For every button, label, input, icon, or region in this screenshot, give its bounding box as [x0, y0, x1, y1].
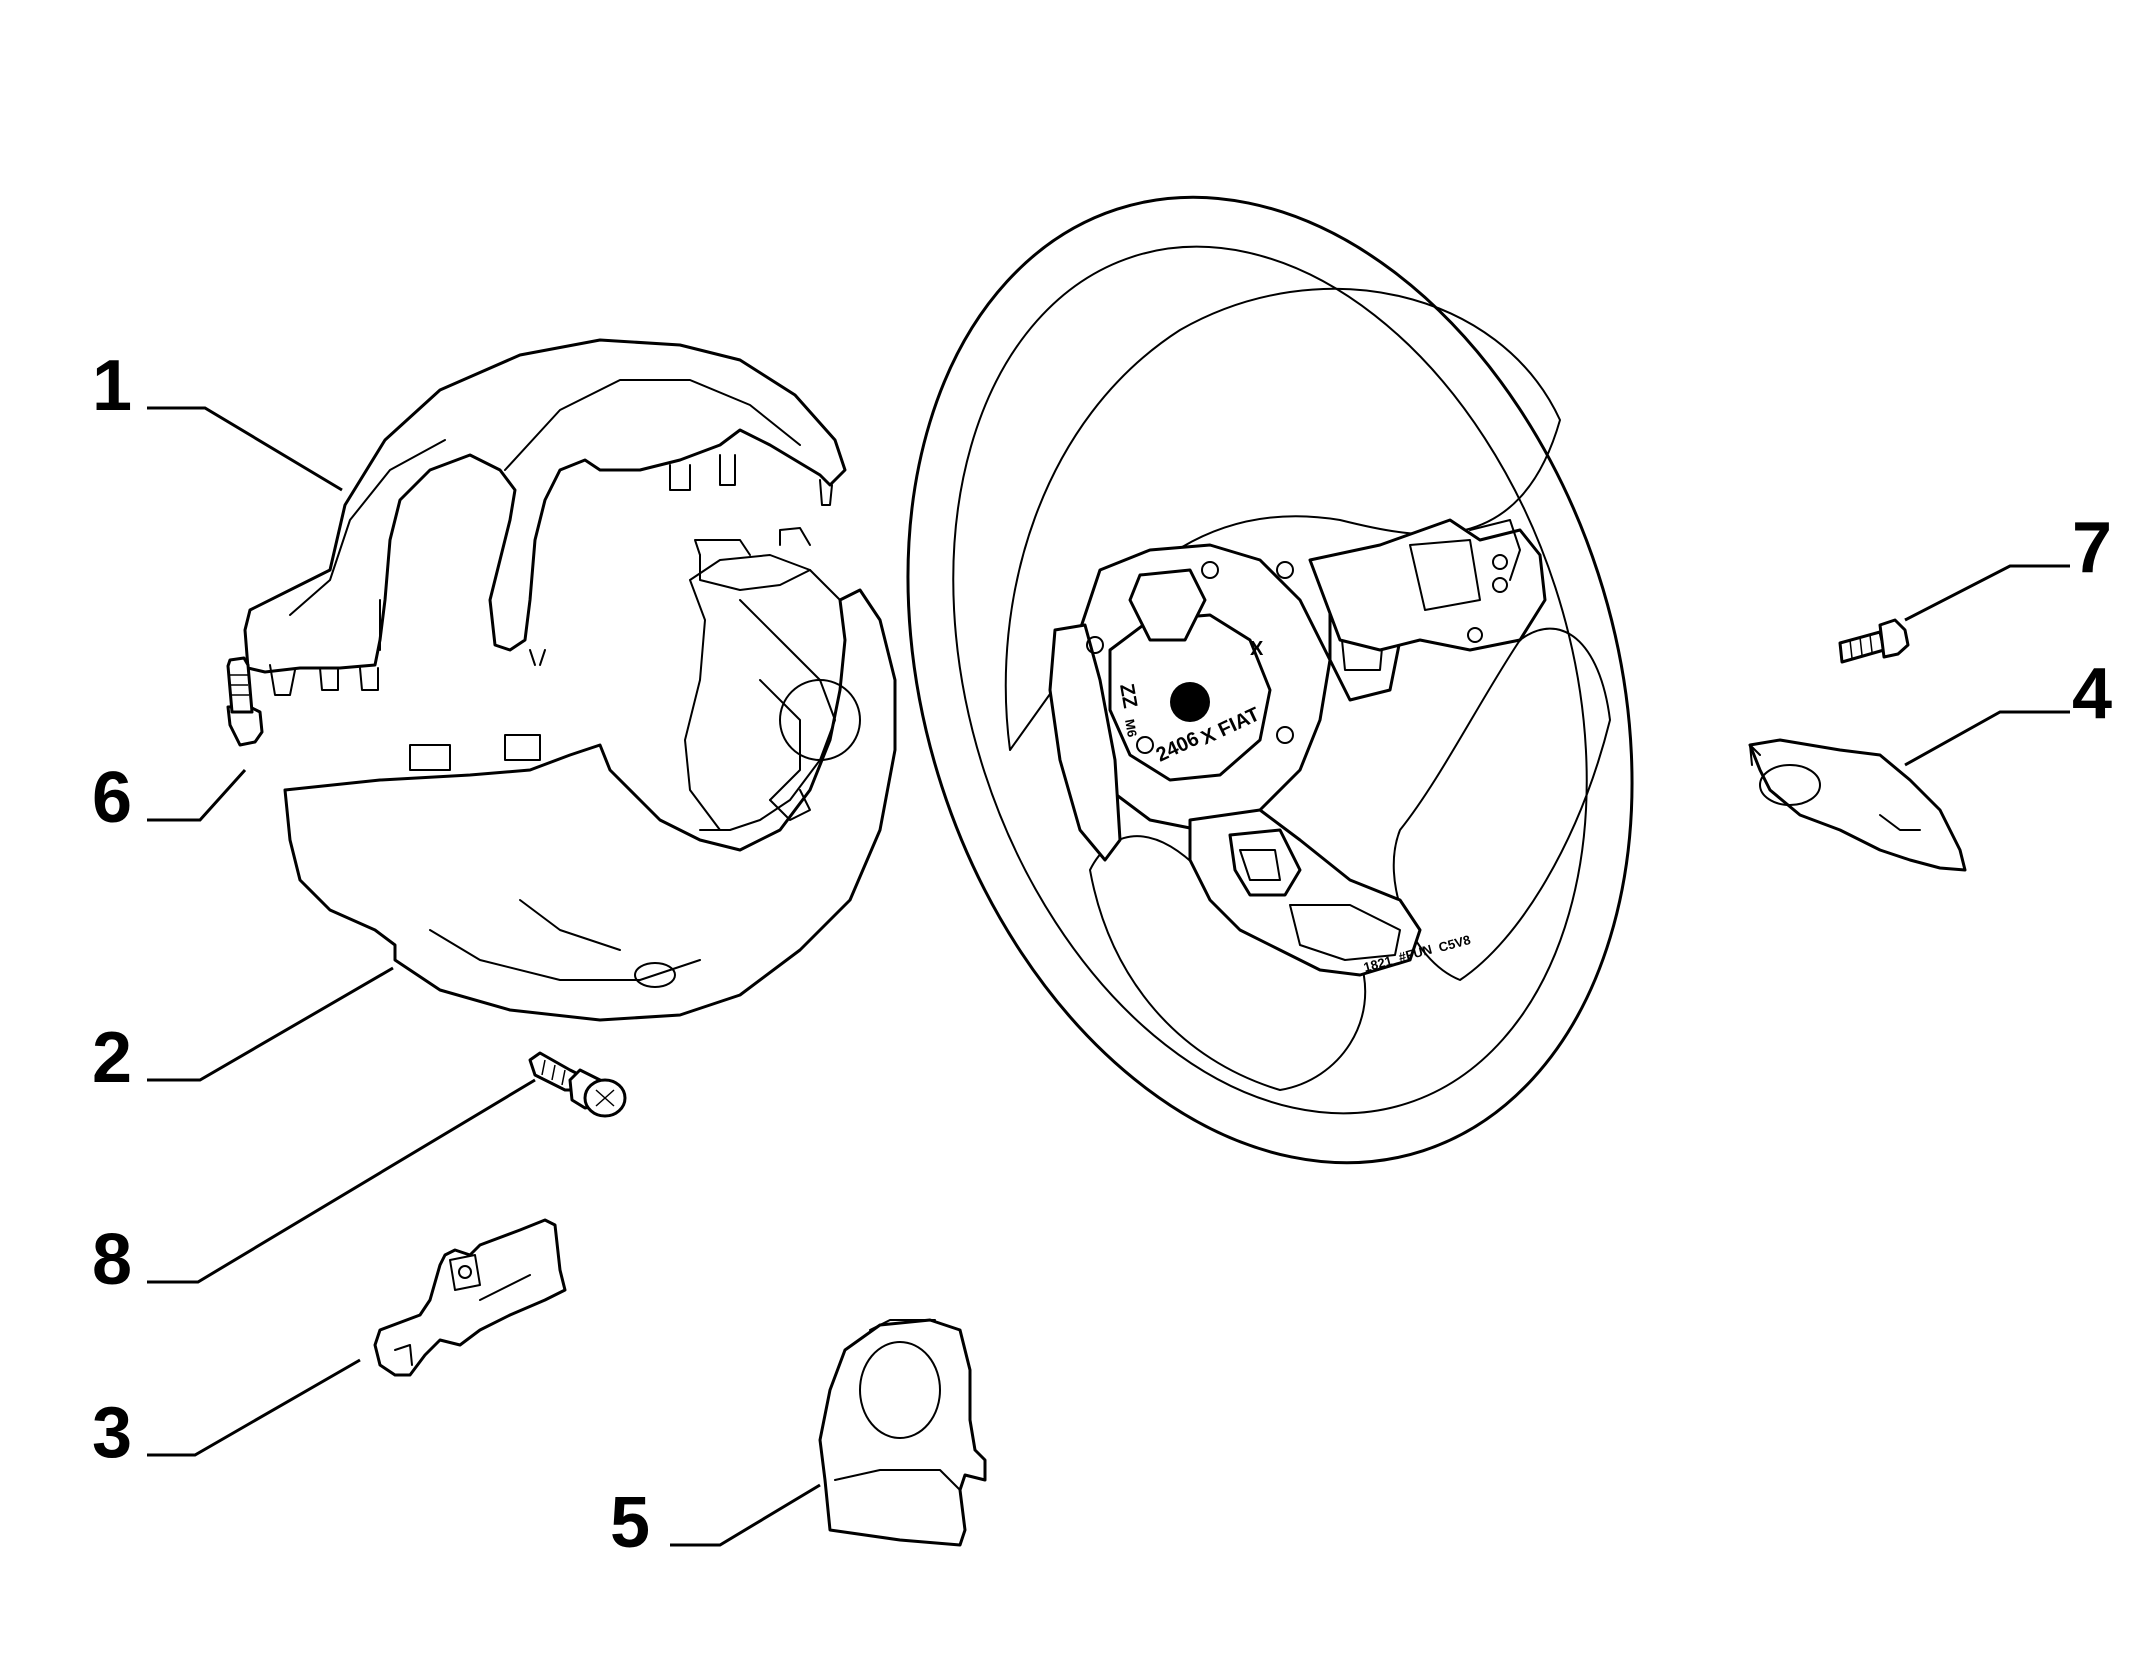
spoke-marking-a: 1821 [1362, 953, 1394, 975]
part-3-bracket [373, 1218, 567, 1377]
callout-3: 3 [92, 1393, 132, 1473]
callout-labels: 1 2 3 4 5 6 7 8 [92, 346, 2112, 1563]
hub-marking-m: M6 [1122, 718, 1140, 738]
callout-4: 4 [2072, 654, 2112, 734]
steering-wheel: ZZ M6 X 2406 X FIAT 1821 #FUN C5V8 [906, 195, 1634, 1165]
leader-7 [1904, 564, 2070, 622]
callout-2: 2 [92, 1018, 132, 1098]
part-5-cover [818, 1318, 987, 1547]
hub-marking-x: X [1250, 638, 1264, 660]
leader-8 [147, 1078, 536, 1284]
part-4-trim-piece [1748, 738, 1967, 872]
part-2-lower-shroud [283, 527, 897, 1022]
leader-4 [1904, 710, 2070, 767]
callout-8: 8 [92, 1220, 132, 1300]
leader-5 [670, 1483, 821, 1547]
callout-6: 6 [92, 758, 132, 838]
leader-3 [147, 1358, 361, 1457]
leader-lines [147, 406, 2070, 1547]
part-6-bolt [226, 656, 264, 747]
part-7-screw [1838, 618, 1910, 664]
leader-6 [147, 768, 247, 822]
part-8-bolt [528, 1051, 627, 1118]
callout-5: 5 [610, 1483, 650, 1563]
callout-7: 7 [2072, 508, 2112, 588]
leader-2 [147, 966, 394, 1082]
part-1-upper-shroud [243, 338, 847, 696]
hub-marking-zz: ZZ [1115, 682, 1141, 710]
leader-1 [147, 406, 343, 492]
callout-1: 1 [92, 346, 132, 426]
